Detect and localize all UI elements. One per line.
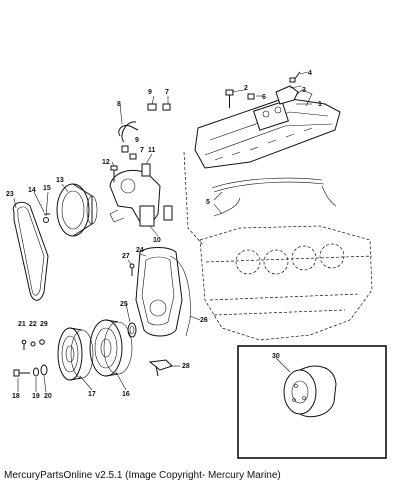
bolt-18 bbox=[13, 369, 30, 377]
callout-1: 1 bbox=[318, 101, 322, 108]
timing-cover-gasket-26 bbox=[169, 255, 191, 337]
callout-9: 9 bbox=[148, 89, 152, 96]
callout-2: 2 bbox=[244, 85, 248, 92]
bypass-hose-8 bbox=[118, 121, 139, 143]
callout-23: 23 bbox=[6, 191, 14, 198]
callout-16: 16 bbox=[122, 391, 130, 398]
callout-17: 17 bbox=[88, 391, 96, 398]
callout-24: 24 bbox=[136, 247, 144, 254]
assembly-guide-line bbox=[183, 151, 205, 247]
callout-3: 3 bbox=[302, 87, 306, 94]
washer-20 bbox=[40, 364, 48, 376]
water-pump bbox=[109, 170, 161, 227]
callout-29: 29 bbox=[40, 321, 48, 328]
callout-6: 6 bbox=[262, 94, 266, 101]
callout-7: 7 bbox=[165, 89, 169, 96]
oil-seal-25 bbox=[127, 322, 137, 338]
callout-19: 19 bbox=[32, 393, 40, 400]
nut-6 bbox=[247, 93, 255, 100]
callout-7b: 7 bbox=[140, 147, 144, 154]
leader-lines bbox=[13, 71, 312, 393]
image-copyright-caption: MercuryPartsOnline v2.5.1 (Image Copyrig… bbox=[4, 470, 281, 481]
callout-14: 14 bbox=[28, 187, 36, 194]
callout-18: 18 bbox=[12, 393, 20, 400]
callout-4: 4 bbox=[308, 70, 312, 77]
callout-13: 13 bbox=[56, 177, 64, 184]
callout-5: 5 bbox=[206, 199, 210, 206]
callout-25: 25 bbox=[120, 301, 128, 308]
callout-22: 22 bbox=[29, 321, 37, 328]
inset-box-pulley-30 bbox=[237, 345, 387, 459]
callout-30: 30 bbox=[272, 353, 280, 360]
callout-8: 8 bbox=[117, 101, 121, 108]
crankshaft-pulley-17 bbox=[57, 327, 94, 381]
bracket-3 bbox=[275, 85, 299, 105]
bolt-27 bbox=[129, 263, 135, 276]
callout-9b: 9 bbox=[135, 137, 139, 144]
callout-15: 15 bbox=[43, 185, 51, 192]
callout-26: 26 bbox=[200, 317, 208, 324]
fitting-9 bbox=[121, 103, 157, 153]
harmonic-balancer-16 bbox=[89, 319, 133, 377]
drive-belt-23 bbox=[12, 201, 49, 301]
pulley-13 bbox=[56, 183, 98, 237]
callout-28: 28 bbox=[182, 363, 190, 370]
callout-11: 11 bbox=[148, 147, 156, 154]
bolt-15 bbox=[43, 217, 49, 223]
intake-manifold bbox=[194, 89, 341, 169]
bolt-2 bbox=[225, 89, 234, 108]
manifold-gasket bbox=[211, 177, 337, 217]
washer-22 bbox=[30, 341, 36, 347]
plug-7 bbox=[129, 103, 171, 160]
callout-12: 12 bbox=[102, 159, 110, 166]
washer-19 bbox=[33, 367, 39, 377]
exploded-parts-diagram: 1 2 3 4 5 6 7 7 8 9 9 10 11 12 13 14 15 … bbox=[6, 70, 387, 459]
timing-cover-24 bbox=[135, 247, 183, 337]
callout-27: 27 bbox=[122, 253, 130, 260]
stud-4 bbox=[289, 71, 301, 83]
callout-21: 21 bbox=[18, 321, 26, 328]
callout-20: 20 bbox=[44, 393, 52, 400]
bolt-21 bbox=[21, 339, 27, 350]
callout-10: 10 bbox=[153, 237, 161, 244]
engine-block-outline bbox=[199, 225, 373, 341]
bracket-28 bbox=[148, 359, 173, 377]
washer-29 bbox=[39, 339, 45, 345]
callout-labels: 1 2 3 4 5 6 7 7 8 9 9 10 11 12 13 14 15 … bbox=[6, 70, 322, 400]
